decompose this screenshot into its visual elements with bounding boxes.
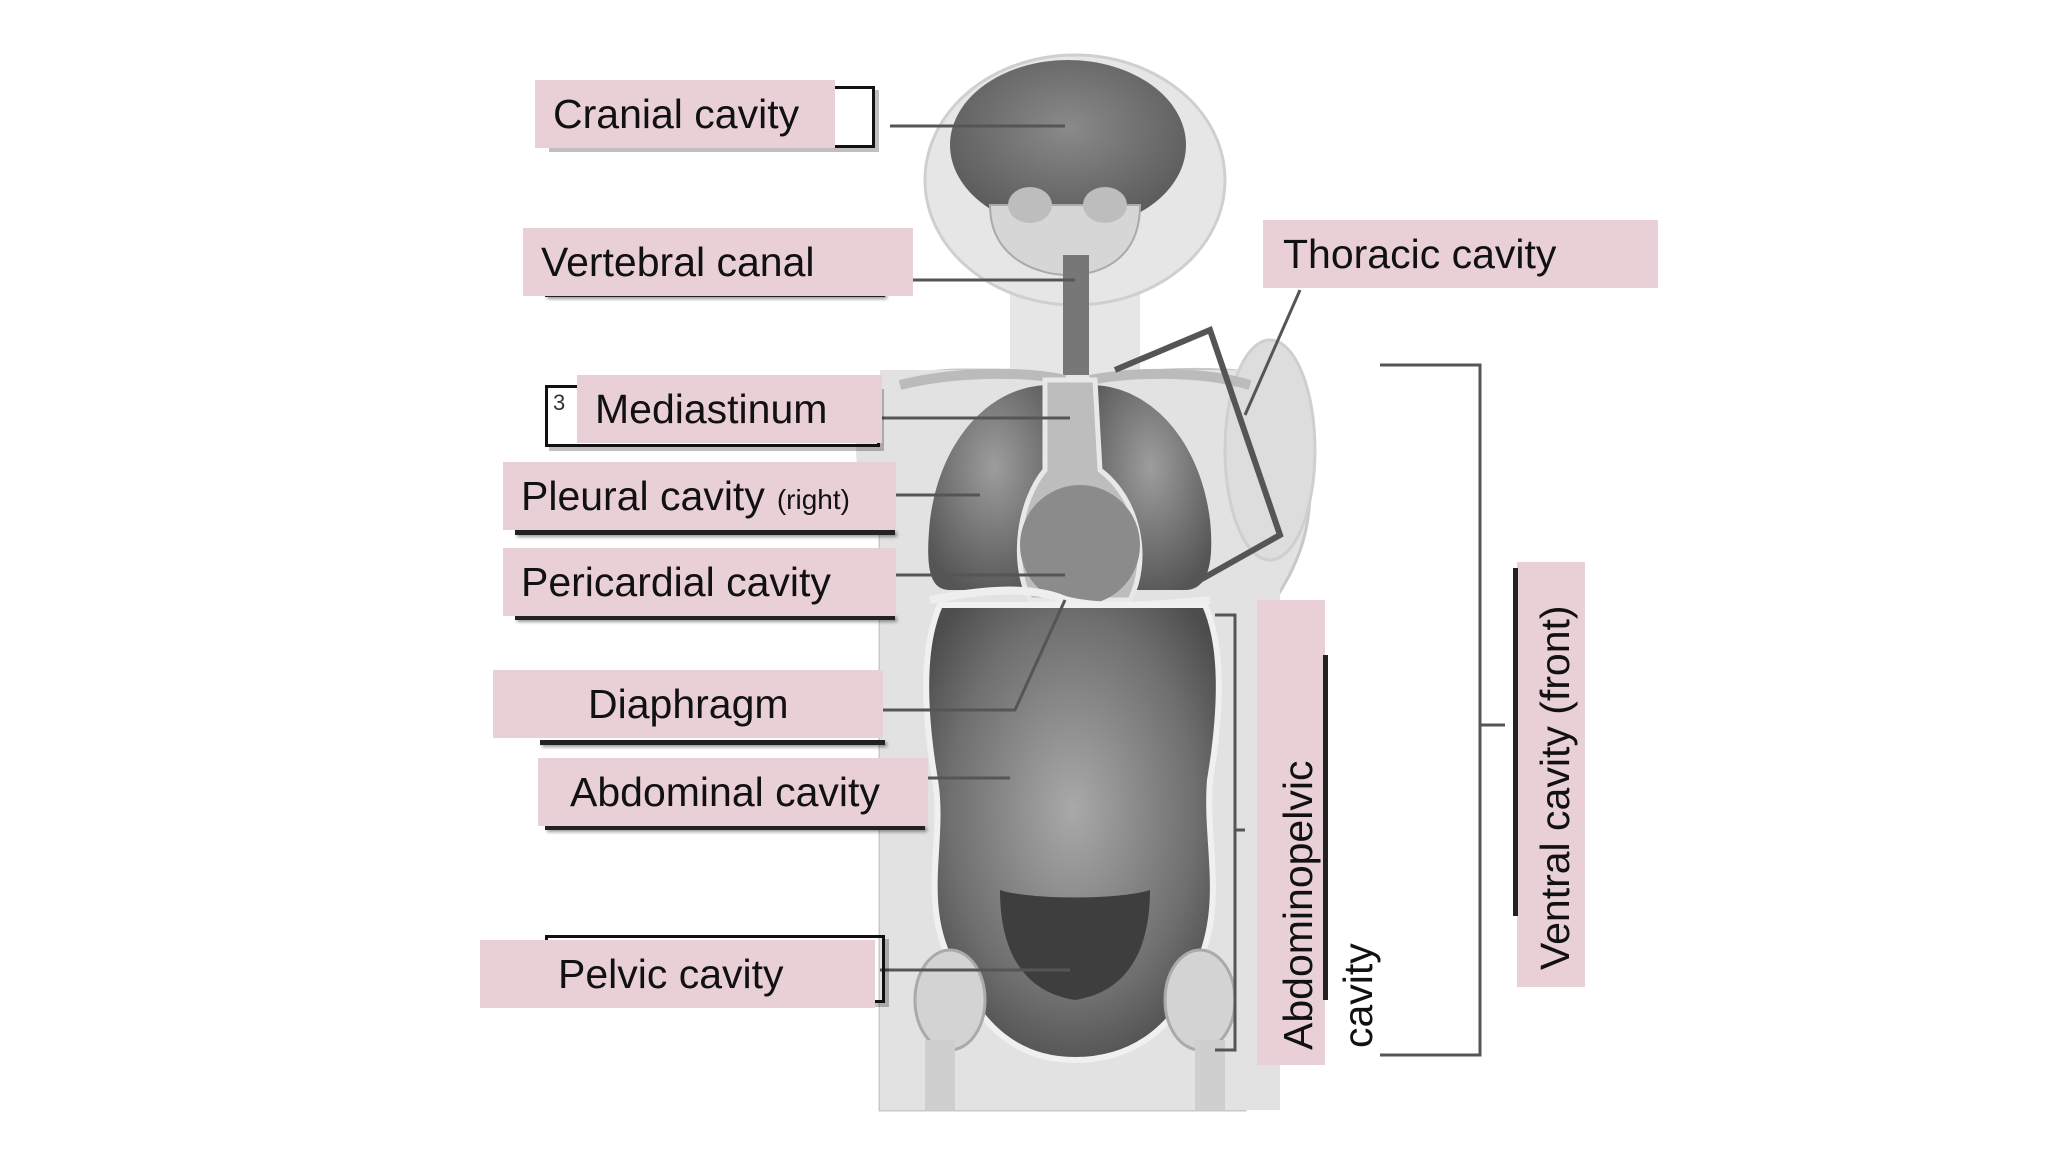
vertebral-text: Vertebral canal (541, 238, 815, 285)
pericardial-shadow (515, 615, 895, 620)
leader-lines (880, 124, 1302, 972)
mediastinum-tag: 3 (553, 390, 566, 415)
cranial-text: Cranial cavity (553, 90, 800, 137)
ventral-bracket (1380, 363, 1482, 1057)
vertebral-canal-shape (1063, 255, 1089, 375)
abdominopelvic-bar (1323, 655, 1328, 1000)
thoracic-bracket (1113, 325, 1284, 583)
pelvic-text: Pelvic cavity (558, 950, 784, 997)
mediastinum-label: Mediastinum (577, 375, 882, 443)
right-arm (1223, 338, 1317, 562)
cranial-label: Cranial cavity (535, 80, 835, 148)
abdominopelvic-text-2: cavity (1335, 943, 1381, 1048)
thoracic-label: Thoracic cavity (1263, 220, 1658, 288)
abdominal-text: Abdominal cavity (570, 768, 880, 815)
abdominopelvic-text-1: Abdominopelvic (1275, 760, 1321, 1050)
diaphragm-text: Diaphragm (588, 680, 789, 727)
ventral-bar (1513, 568, 1518, 916)
ventral-text: Ventral cavity (front) (1532, 605, 1578, 970)
heart-shape (1020, 485, 1140, 605)
abdominopelvic-box (1257, 600, 1325, 1065)
vertebral-label: Vertebral canal (523, 228, 913, 296)
abdominopelvic-bracket (1215, 613, 1237, 1052)
pleural-shadow (515, 530, 895, 535)
diaphragm-label: Diaphragm (493, 670, 883, 738)
pleural-note: (right) (776, 484, 850, 515)
pleural-text: Pleural cavity (521, 472, 765, 519)
abdominopelvic-shape (923, 602, 1222, 1064)
pericardial-text: Pericardial cavity (521, 558, 831, 605)
abdominal-shadow (545, 825, 925, 830)
pelvic-label: Pelvic cavity (480, 940, 875, 1008)
pericardial-label: Pericardial cavity (503, 548, 896, 616)
ventral-box (1517, 562, 1585, 987)
thoracic-text: Thoracic cavity (1283, 230, 1557, 277)
diaphragm-shadow (540, 740, 885, 745)
pelvis-bowl (1000, 890, 1150, 1000)
cranial-cavity-shape (950, 60, 1186, 230)
pleural-label: Pleural cavity (right) (503, 462, 896, 530)
mediastinum-text: Mediastinum (595, 385, 828, 432)
abdominal-label: Abdominal cavity (538, 758, 928, 826)
